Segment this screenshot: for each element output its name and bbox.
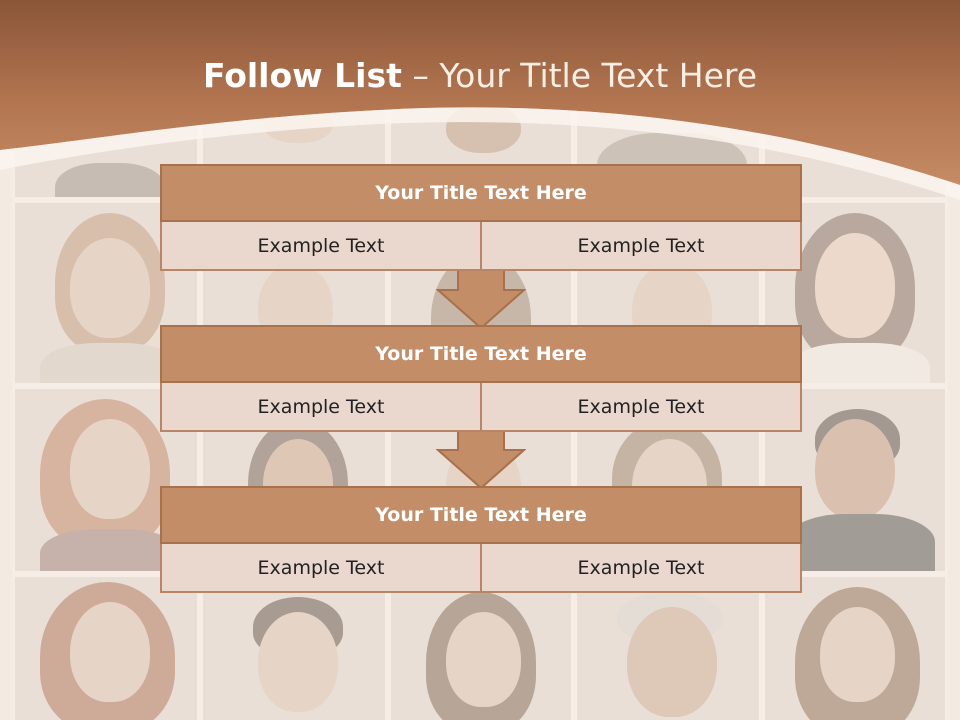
flow-box-cell-right: Example Text <box>482 544 802 593</box>
flow-box-title: Your Title Text Here <box>160 325 802 383</box>
down-arrow-icon <box>436 428 526 490</box>
flow-box-title: Your Title Text Here <box>160 164 802 222</box>
title-banner <box>0 0 960 200</box>
flow-box-1: Your Title Text Here Example Text Exampl… <box>160 164 802 271</box>
flow-box-cell-left: Example Text <box>160 544 482 593</box>
flow-box-3: Your Title Text Here Example Text Exampl… <box>160 486 802 593</box>
flow-box-row: Example Text Example Text <box>160 222 802 271</box>
title-rest: – Your Title Text Here <box>401 56 758 95</box>
flow-box-cell-left: Example Text <box>160 222 482 271</box>
down-arrow-icon <box>436 268 526 330</box>
flow-box-row: Example Text Example Text <box>160 383 802 432</box>
title-bold: Follow List <box>202 56 402 95</box>
flow-box-row: Example Text Example Text <box>160 544 802 593</box>
flow-box-title: Your Title Text Here <box>160 486 802 544</box>
flow-box-cell-right: Example Text <box>482 222 802 271</box>
flow-box-2: Your Title Text Here Example Text Exampl… <box>160 325 802 432</box>
slide-title: Follow List – Your Title Text Here <box>0 56 960 95</box>
flow-box-cell-right: Example Text <box>482 383 802 432</box>
flow-box-cell-left: Example Text <box>160 383 482 432</box>
